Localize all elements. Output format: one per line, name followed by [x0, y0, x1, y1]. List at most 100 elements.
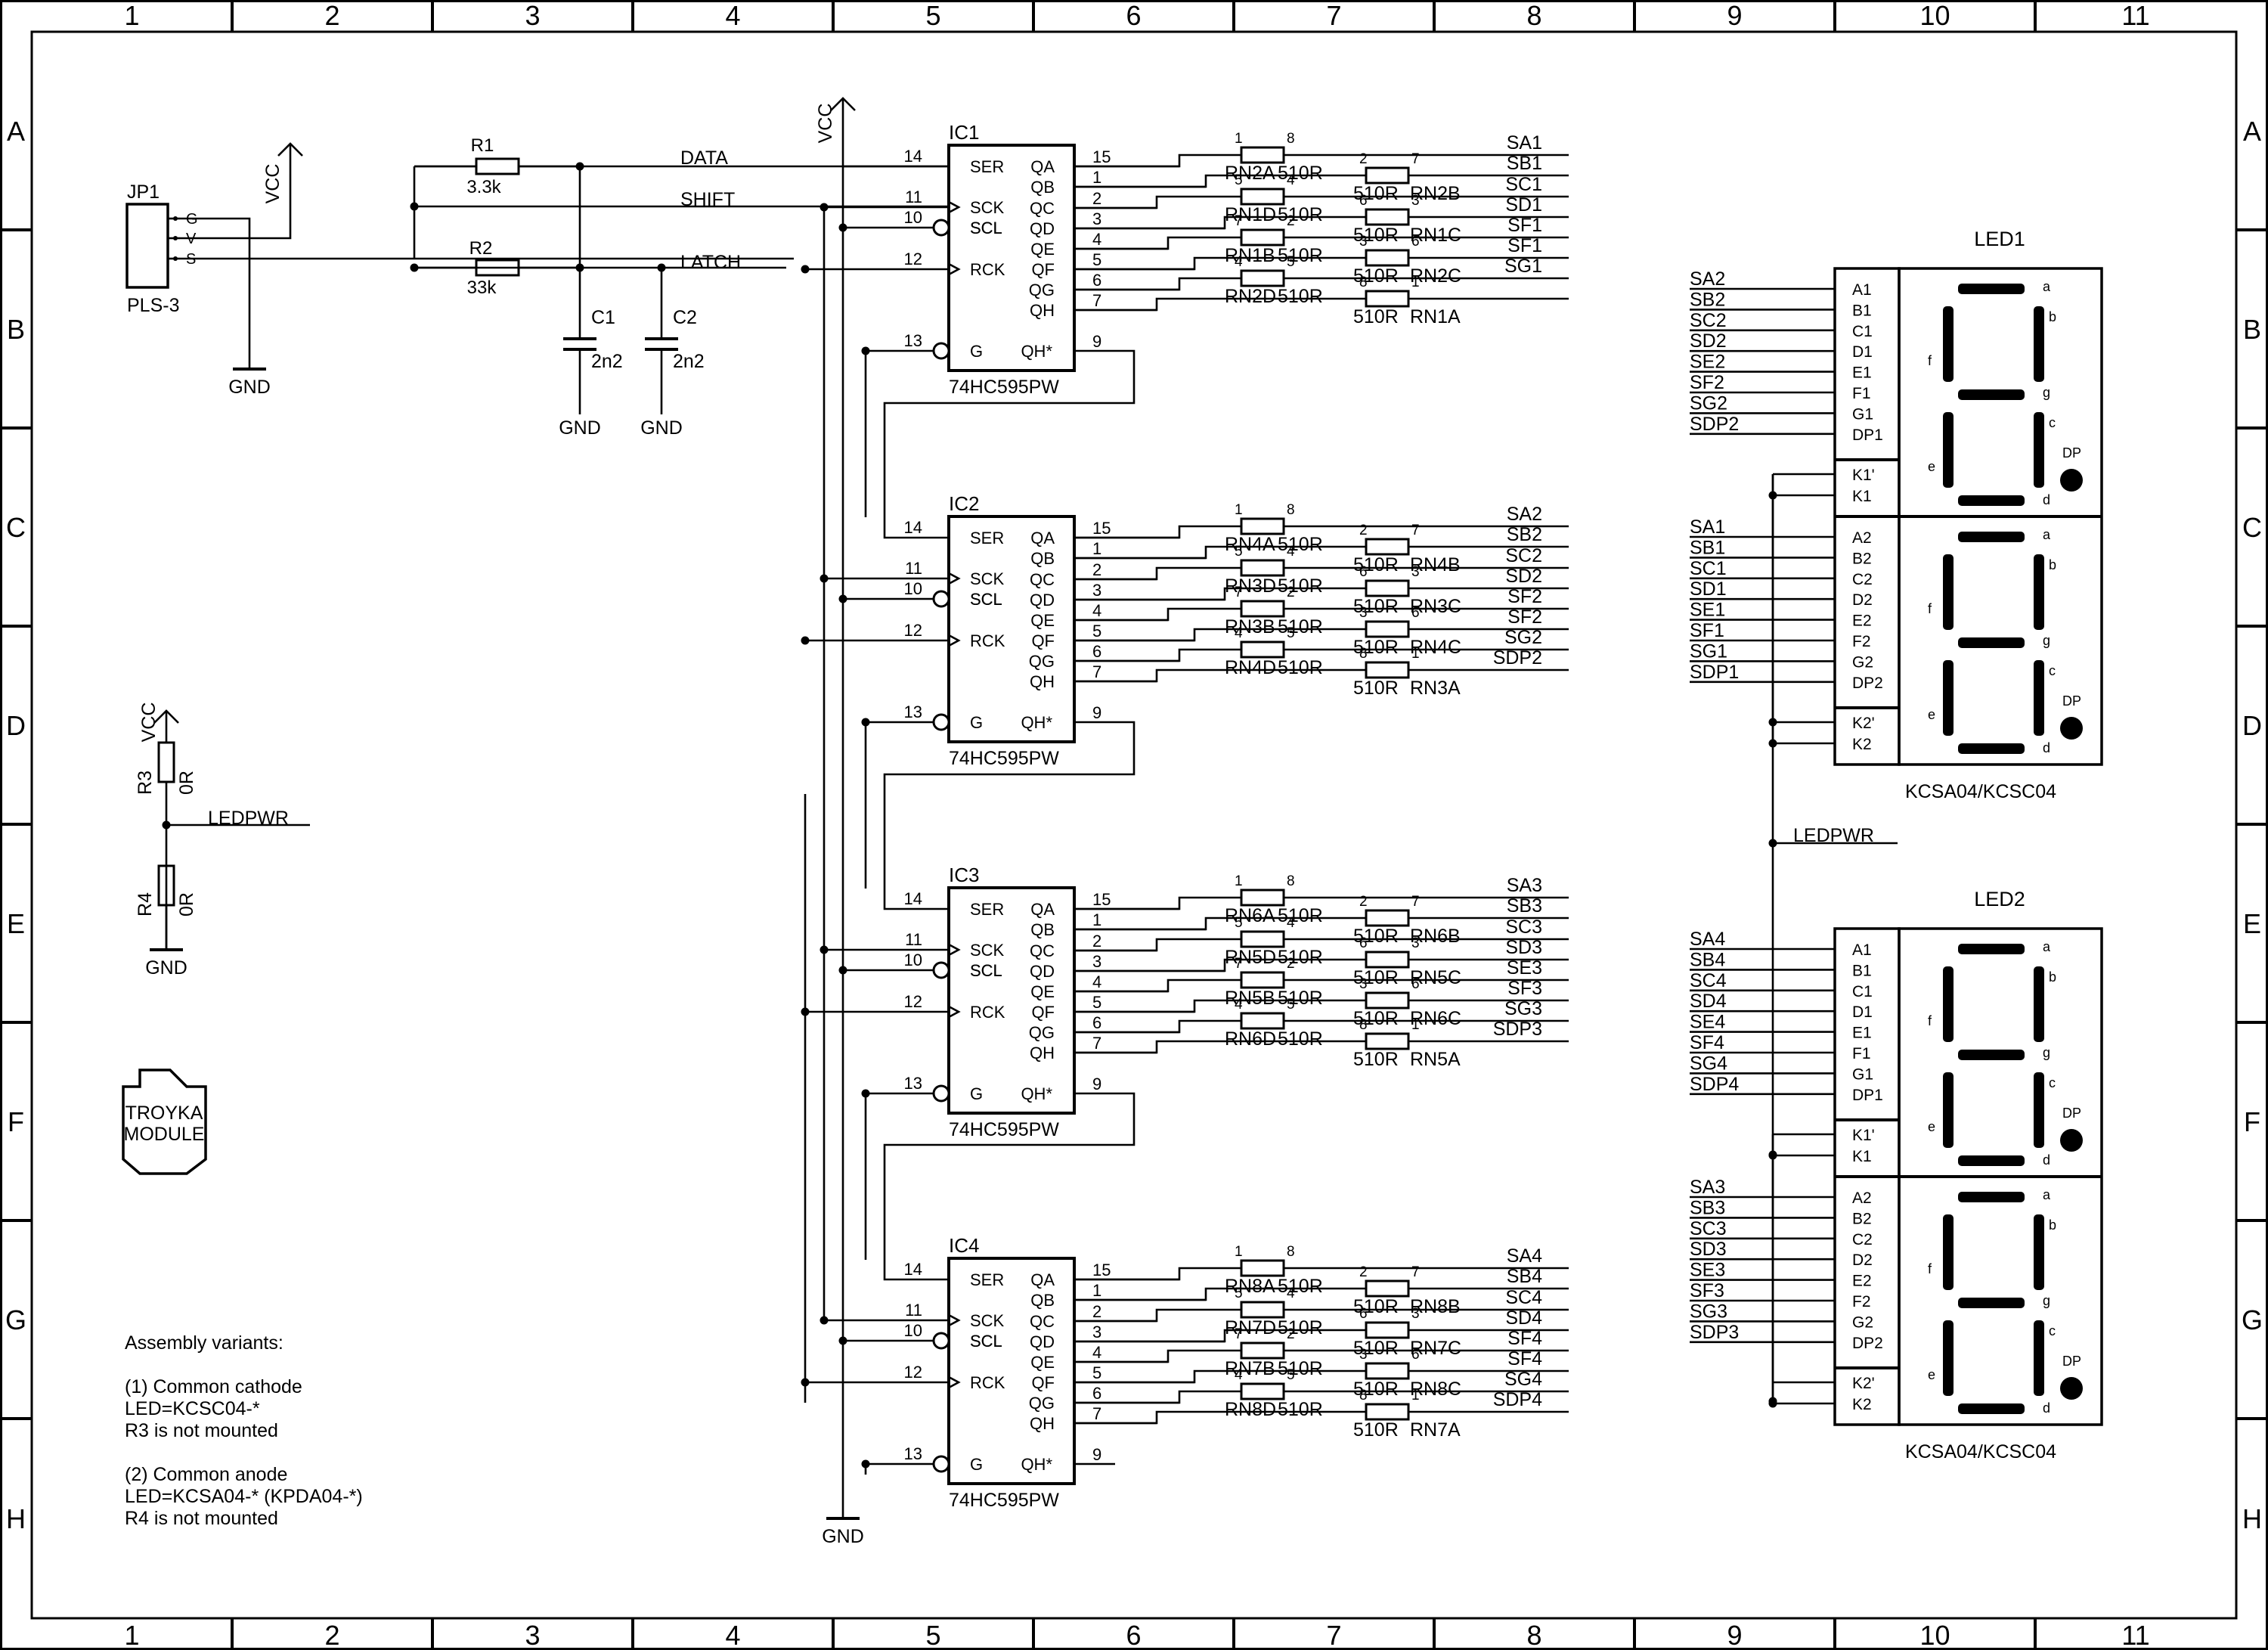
- note-line: (1) Common cathode: [125, 1376, 302, 1397]
- frame-col-label: 3: [525, 1620, 540, 1650]
- led-pin-name: DP2: [1852, 1335, 1883, 1352]
- output-net: SF1: [1507, 215, 1542, 236]
- rn-pin: 1: [1411, 1017, 1420, 1033]
- rn-ref: RN2B: [1410, 183, 1461, 204]
- rn-pin: 7: [1411, 1264, 1420, 1280]
- frame-col-label: 4: [725, 0, 740, 31]
- rn-value: 510R: [1278, 905, 1323, 926]
- rn-value: 510R: [1278, 575, 1323, 597]
- frame-row-label: E: [2243, 908, 2261, 939]
- junction-dot: [657, 263, 666, 272]
- led-pin-name: E2: [1852, 1273, 1872, 1290]
- led-pin-name: A2: [1852, 529, 1872, 547]
- junction-dot: [838, 223, 847, 232]
- segment-letter: d: [2043, 740, 2050, 755]
- pin-number: 5: [1092, 622, 1101, 640]
- pin-name: QC: [1030, 941, 1055, 960]
- frame-col-label: 6: [1126, 1620, 1141, 1650]
- ic-part: 74HC595PW: [949, 748, 1059, 769]
- rn-pin: 8: [1359, 1017, 1368, 1033]
- rn-body: [1240, 1341, 1285, 1360]
- ic-ref: IC2: [949, 492, 979, 515]
- pin-name: QD: [1030, 591, 1055, 609]
- frame-col-label: 11: [2121, 1620, 2149, 1650]
- rn-body: [1365, 1032, 1410, 1050]
- pin-name: QA: [1030, 900, 1055, 919]
- pin-number: 15: [1092, 1261, 1111, 1279]
- segment-letter: e: [1928, 459, 1935, 474]
- pin-name: QA: [1030, 1270, 1055, 1289]
- led-pin-name: E1: [1852, 364, 1872, 382]
- r3-ref: R3: [135, 771, 156, 795]
- pin-number: 10: [904, 951, 922, 969]
- segment: [1943, 1214, 1954, 1290]
- led-net: SC3: [1690, 1218, 1727, 1239]
- rn-value: 510R: [1353, 967, 1399, 988]
- net-latch: LATCH: [680, 252, 741, 273]
- gnd-label: GND: [559, 417, 601, 439]
- pin-number: 3: [1092, 581, 1101, 600]
- rn-pin: 7: [1235, 1326, 1243, 1342]
- troyka-logo-shape: [122, 1068, 207, 1175]
- net-ledpwr: LEDPWR: [208, 808, 289, 829]
- segment-letter: DP: [2062, 445, 2081, 461]
- pin-number: 13: [904, 331, 922, 350]
- led-2-display: LED2KCSA04/KCSC04A1SA4B1SB4C1SC4D1SD4E1S…: [1690, 888, 2103, 1462]
- rn-pin: 1: [1411, 646, 1420, 662]
- pin-number: 5: [1092, 1363, 1101, 1382]
- led-pin-name: K1: [1852, 488, 1872, 505]
- led-pin-name: B1: [1852, 962, 1872, 979]
- output-net: SF4: [1507, 1328, 1542, 1349]
- ic-part: 74HC595PW: [949, 1490, 1059, 1511]
- dp-dot: [2060, 469, 2083, 492]
- pin-name: QH: [1030, 672, 1055, 691]
- output-net: SB1: [1507, 153, 1542, 174]
- led-pin-name: G1: [1852, 1065, 1873, 1083]
- pin-name: QD: [1030, 962, 1055, 981]
- output-net: SDP4: [1493, 1389, 1542, 1410]
- inversion-bubble: [932, 961, 950, 979]
- frame-row-label: F: [8, 1106, 24, 1137]
- output-net: SF2: [1507, 586, 1542, 607]
- output-net: SG2: [1504, 627, 1542, 648]
- junction-dot: [820, 1316, 829, 1325]
- output-net: SF3: [1507, 978, 1542, 999]
- pin-name: SCK: [970, 198, 1005, 217]
- c1-value: 2n2: [591, 351, 623, 372]
- ic-3-section: IC374HC595PW14SER11SCK10SCL12RCK13GSCLQA…: [801, 721, 1569, 1260]
- pin-number: 11: [905, 930, 922, 949]
- rn-pin: 1: [1235, 873, 1243, 889]
- segment-letter: f: [1928, 353, 1932, 368]
- pin-number: 15: [1092, 147, 1111, 166]
- led-pin-name: K2': [1852, 1375, 1875, 1392]
- led-pin-name: C1: [1852, 983, 1873, 1000]
- rn-body: [1240, 228, 1285, 247]
- rn-ref: RN7B: [1225, 1358, 1275, 1379]
- dp-dot: [2060, 1129, 2083, 1152]
- segment-letter: g: [2043, 1045, 2050, 1060]
- rn-body: [1240, 188, 1285, 206]
- segment: [2034, 660, 2044, 736]
- segment-letter: DP: [2062, 1354, 2081, 1369]
- frame-row-label: C: [6, 512, 26, 543]
- rn-body: [1240, 559, 1285, 577]
- led-net: SC4: [1690, 970, 1727, 991]
- segment-letter: a: [2043, 939, 2051, 954]
- pin-name: QC: [1030, 1312, 1055, 1331]
- pin-name: QF: [1031, 1003, 1055, 1022]
- dp-dot: [2060, 1377, 2083, 1400]
- pin-number: 1: [1092, 910, 1101, 929]
- pin-number: 15: [1092, 519, 1111, 538]
- rn-body: [1365, 991, 1410, 1010]
- pin-name: QH: [1030, 1044, 1055, 1062]
- segment: [1958, 1298, 2025, 1308]
- led-net: SG3: [1690, 1301, 1727, 1322]
- output-net: SA3: [1507, 875, 1542, 896]
- rn-pin: 8: [1287, 131, 1295, 147]
- led-pin-name: C1: [1852, 323, 1873, 340]
- frame-row-label: B: [7, 314, 25, 345]
- pin-name: QE: [1030, 611, 1055, 630]
- led-pin-name: K2: [1852, 736, 1872, 753]
- rn-body: [1365, 1279, 1410, 1298]
